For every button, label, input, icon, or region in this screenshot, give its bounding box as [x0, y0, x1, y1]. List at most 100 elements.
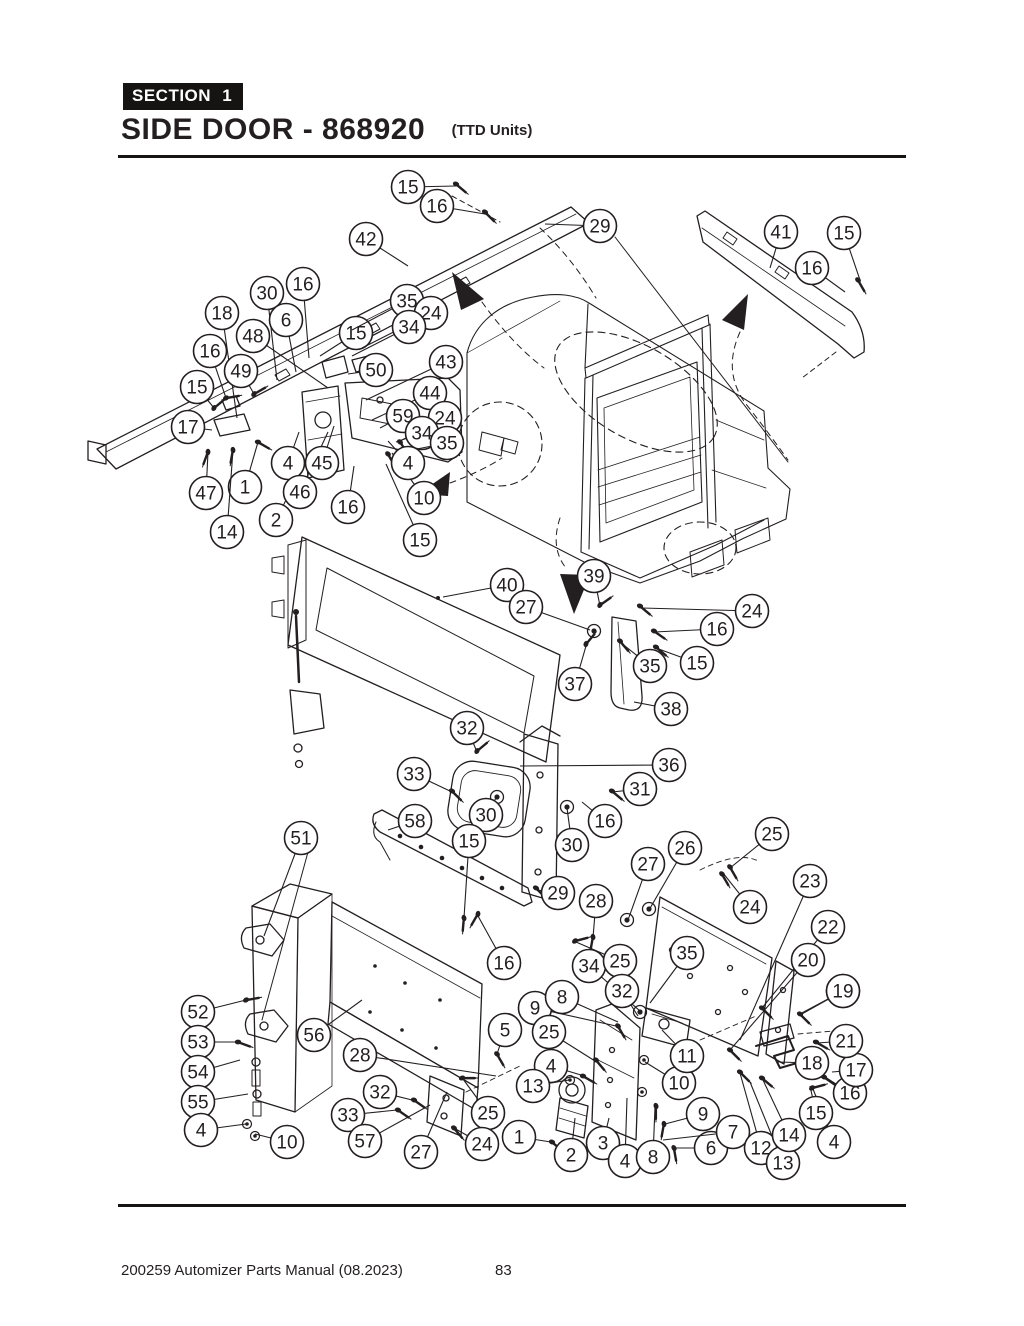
callout-16: 16 — [653, 611, 735, 647]
callout-8: 8 — [635, 1106, 671, 1175]
svg-text:10: 10 — [413, 489, 434, 510]
svg-text:26: 26 — [674, 839, 695, 860]
callout-14: 14 — [209, 449, 245, 550]
callout-17: 17 — [170, 409, 213, 445]
svg-text:58: 58 — [404, 812, 425, 833]
callout-27: 27 — [508, 589, 591, 631]
svg-text:16: 16 — [199, 342, 220, 363]
svg-text:1: 1 — [514, 1128, 525, 1149]
svg-text:46: 46 — [289, 483, 310, 504]
callout-15: 15 — [319, 315, 374, 357]
callout-37: 37 — [557, 645, 593, 702]
callout-1: 1 — [227, 441, 263, 505]
svg-text:3: 3 — [598, 1134, 609, 1155]
door-frame-drawing — [271, 536, 561, 769]
callout-48: 48 — [235, 318, 329, 389]
callout-29: 29 — [537, 875, 576, 911]
callout-24: 24 — [722, 872, 768, 925]
svg-text:17: 17 — [845, 1061, 866, 1082]
svg-text:33: 33 — [337, 1106, 358, 1127]
callout-34: 34 — [351, 309, 427, 357]
callout-56: 56 — [296, 999, 363, 1053]
callout-19: 19 — [799, 973, 861, 1016]
callout-40: 40 — [442, 567, 525, 603]
callout-45: 45 — [304, 425, 340, 481]
svg-text:10: 10 — [276, 1133, 297, 1154]
footer-page-number: 83 — [495, 1262, 512, 1279]
callout-33: 33 — [330, 1097, 398, 1133]
callout-13: 13 — [749, 1081, 801, 1181]
svg-text:15: 15 — [686, 654, 707, 675]
svg-text:16: 16 — [426, 197, 447, 218]
callout-53: 53 — [180, 1024, 238, 1060]
svg-text:54: 54 — [187, 1063, 209, 1084]
svg-text:30: 30 — [475, 806, 496, 827]
svg-text:47: 47 — [195, 484, 216, 505]
callout-47: 47 — [188, 451, 224, 511]
svg-text:28: 28 — [349, 1046, 370, 1067]
callout-25: 25 — [729, 816, 790, 869]
callout-42: 42 — [348, 221, 409, 267]
callout-25: 25 — [531, 1014, 596, 1062]
svg-text:52: 52 — [187, 1003, 208, 1024]
svg-text:17: 17 — [177, 418, 198, 439]
callout-16: 16 — [581, 801, 623, 839]
svg-text:35: 35 — [436, 434, 457, 455]
callout-22: 22 — [761, 909, 846, 1009]
callout-43: 43 — [365, 344, 464, 401]
truck-body-drawing — [449, 227, 791, 584]
svg-text:18: 18 — [801, 1054, 822, 1075]
svg-text:29: 29 — [547, 884, 568, 905]
svg-text:31: 31 — [629, 780, 650, 801]
callout-28: 28 — [578, 883, 614, 939]
callout-10: 10 — [391, 452, 442, 516]
callout-1: 1 — [501, 1119, 552, 1155]
svg-text:42: 42 — [355, 230, 376, 251]
callout-17: 17 — [831, 1052, 874, 1088]
page-subtitle: (TTD Units) — [451, 122, 533, 139]
callout-16: 16 — [330, 465, 366, 525]
footer-manual-title: 200259 Automizer Parts Manual (08.2023) — [121, 1262, 403, 1279]
svg-text:32: 32 — [456, 719, 477, 740]
callout-35: 35 — [619, 641, 668, 684]
callout-15: 15 — [798, 1085, 834, 1131]
svg-text:33: 33 — [403, 765, 424, 786]
section-badge: SECTION 1 — [123, 83, 244, 110]
callout-38: 38 — [633, 691, 689, 727]
svg-text:27: 27 — [515, 598, 536, 619]
svg-text:59: 59 — [392, 407, 413, 428]
svg-text:18: 18 — [211, 304, 232, 325]
callout-49: 49 — [223, 353, 259, 395]
callout-9: 9 — [664, 1096, 721, 1132]
svg-text:6: 6 — [281, 311, 292, 332]
callout-35: 35 — [401, 425, 465, 461]
svg-text:55: 55 — [187, 1093, 208, 1114]
callout-32: 32 — [604, 973, 640, 1017]
callout-58: 58 — [387, 803, 433, 839]
callout-32: 32 — [449, 710, 485, 753]
callout-18: 18 — [777, 1045, 830, 1081]
svg-text:4: 4 — [403, 454, 414, 475]
svg-text:32: 32 — [369, 1083, 390, 1104]
svg-text:30: 30 — [256, 284, 277, 305]
svg-text:8: 8 — [648, 1148, 659, 1169]
svg-text:16: 16 — [801, 259, 822, 280]
callout-15: 15 — [385, 463, 438, 558]
svg-text:38: 38 — [660, 700, 681, 721]
svg-text:35: 35 — [396, 292, 417, 313]
svg-text:22: 22 — [817, 918, 838, 939]
callout-32: 32 — [362, 1074, 413, 1110]
svg-text:12: 12 — [750, 1139, 771, 1160]
svg-text:48: 48 — [242, 327, 263, 348]
svg-text:15: 15 — [186, 378, 207, 399]
svg-text:25: 25 — [538, 1023, 559, 1044]
svg-text:15: 15 — [409, 531, 430, 552]
callout-16: 16 — [285, 266, 321, 359]
callout-16: 16 — [192, 333, 228, 399]
svg-text:53: 53 — [187, 1033, 208, 1054]
strap-drawing — [586, 616, 643, 711]
page-title-row: SIDE DOOR - 868920 (TTD Units) — [121, 113, 532, 147]
svg-text:56: 56 — [303, 1026, 324, 1047]
angled-bar-drawing — [372, 809, 533, 907]
